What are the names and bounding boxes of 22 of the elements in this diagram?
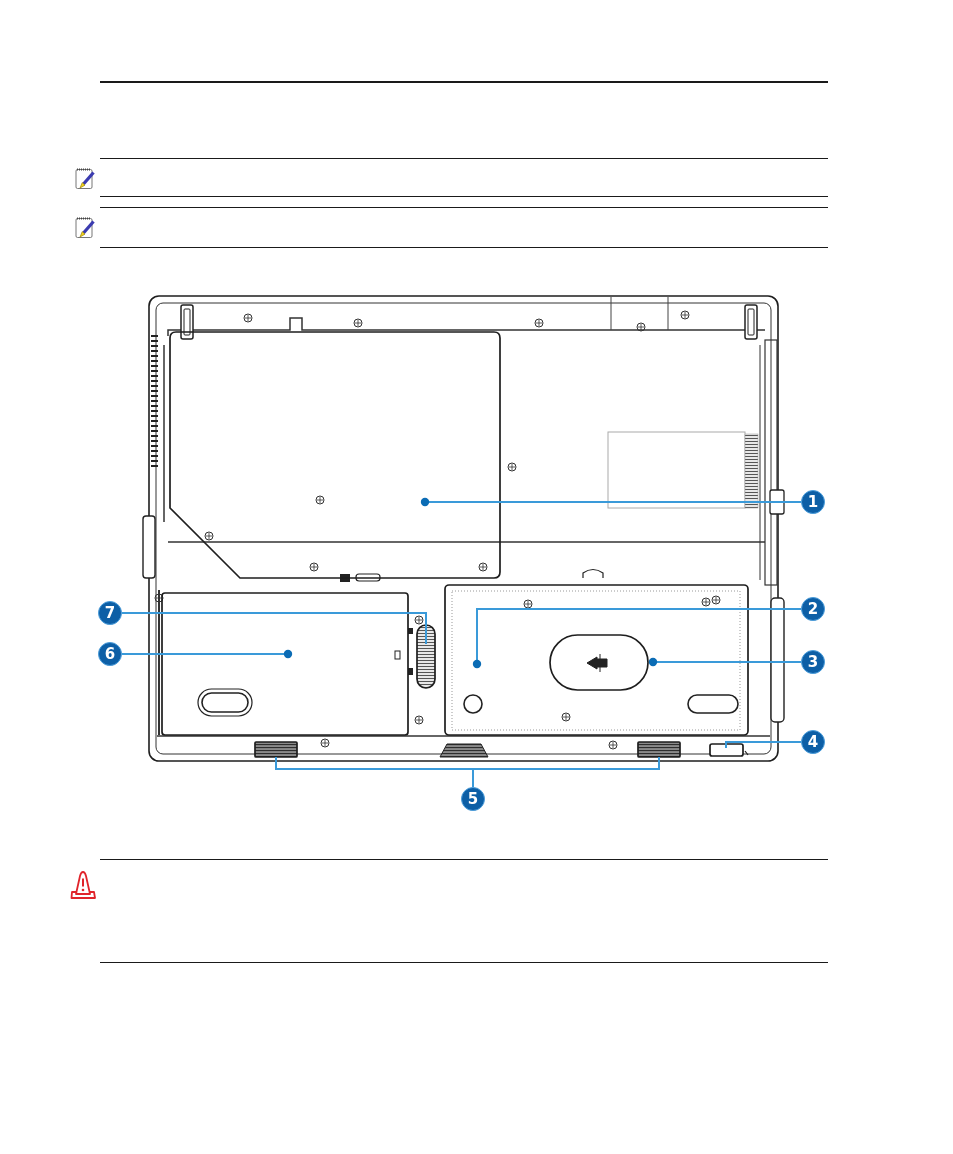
compartment-cover [444,584,749,736]
leader-line [472,756,660,788]
leader-line [648,657,802,667]
callout-number: 7 [98,601,122,625]
latch [416,624,436,689]
callout-number: 2 [801,597,825,621]
leader-line [121,649,293,659]
leader-line [725,741,802,749]
slide-switch [709,743,744,757]
compartment-cover [169,331,501,579]
leader-line [420,497,802,507]
leader-line [472,608,802,669]
oval-cover [549,634,649,691]
callout-number: 5 [461,787,485,811]
callout-number: 4 [801,730,825,754]
leader-line [121,612,427,645]
speaker-grille [254,741,298,758]
callout-number: 1 [801,490,825,514]
callout-number: 6 [98,642,122,666]
compartment-cover [161,592,409,736]
callout-number: 3 [801,650,825,674]
speaker-grille [637,741,681,758]
